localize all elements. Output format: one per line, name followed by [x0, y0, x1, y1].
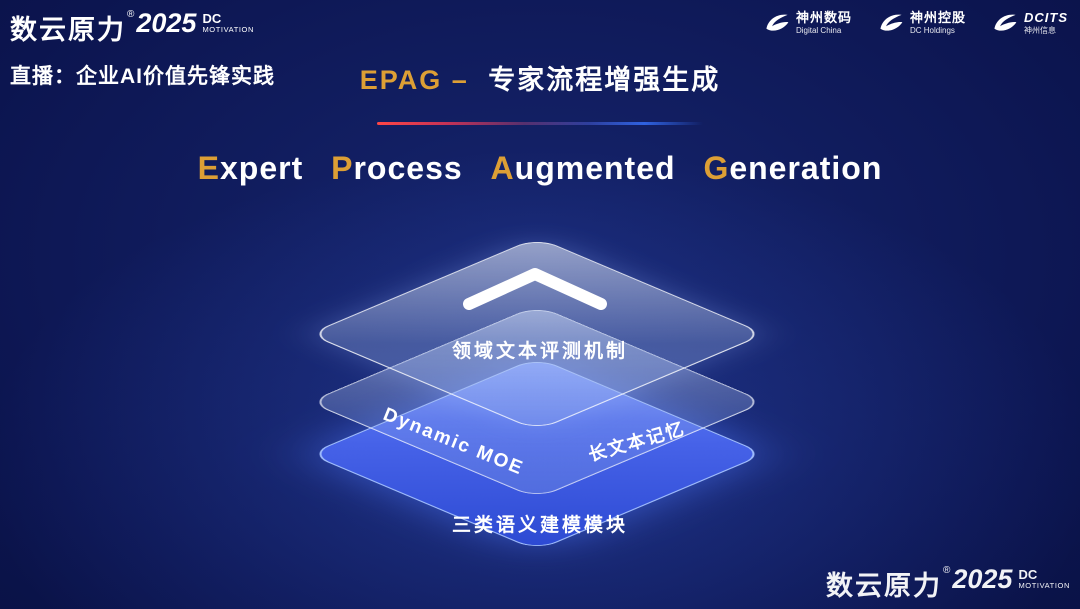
page-title-rest: 专家流程增强生成 [488, 65, 721, 95]
brand-reg-mark: ® [942, 565, 951, 576]
partner-subtitle: DC Holdings [909, 25, 955, 35]
subtitle-word: Generation [703, 150, 882, 186]
subtitle-word: Expert [198, 150, 304, 186]
partner-text: 神州控股 DC Holdings [909, 9, 966, 35]
brand-dc: DC [202, 11, 222, 26]
partner-logos: 神州数码 Digital China 神州控股 DC Holdings DCIT… [764, 10, 1068, 36]
title-gradient-divider [377, 122, 703, 125]
top-layer-label: 领域文本评测机制 [451, 341, 628, 362]
live-banner: 直播：企业AI价值先锋实践 [10, 65, 275, 88]
chevron-up-icon [463, 268, 607, 310]
page-title: EPAG – 专家流程增强生成 [0, 58, 1080, 97]
brand-name: 数云原力 [825, 571, 942, 601]
brand-sub: DC MOTIVATION [202, 12, 254, 34]
brand-motivation: MOTIVATION [202, 24, 255, 34]
partner-title: 神州数码 [795, 9, 852, 25]
subtitle-word: Process [331, 150, 463, 186]
subtitle-initial: A [490, 150, 515, 186]
brand-motivation: MOTIVATION [1018, 580, 1070, 590]
brand-year: 2025 [136, 8, 197, 38]
subtitle-rest: rocess [353, 150, 463, 186]
subtitle-rest: eneration [729, 150, 883, 186]
subtitle-word: Augmented [491, 150, 676, 186]
partner-logo-dc-holdings: 神州控股 DC Holdings [878, 10, 966, 36]
partner-logo-dcits: DCITS 神州信息 [992, 10, 1068, 36]
partner-logo-digital-china: 神州数码 Digital China [764, 10, 852, 36]
partner-text: DCITS 神州信息 [1024, 9, 1068, 35]
dc-swoosh-icon [994, 14, 1017, 31]
partner-subtitle: 神州信息 [1024, 25, 1056, 35]
subtitle-initial: E [197, 150, 220, 186]
partner-title: 神州控股 [909, 9, 966, 25]
partner-text: 神州数码 Digital China [795, 9, 852, 35]
brand-reg-mark: ® [127, 9, 135, 20]
subtitle-rest: xpert [219, 150, 304, 186]
subtitle-rest: ugmented [514, 150, 676, 186]
brand-sub: DC MOTIVATION [1018, 568, 1070, 590]
english-subtitle: Expert Process Augmented Generation [0, 150, 1080, 187]
subtitle-initial: G [703, 150, 730, 186]
partner-subtitle: Digital China [795, 25, 842, 35]
brand-logo-footer: 数云原力 ® 2025 DC MOTIVATION [826, 564, 1070, 603]
brand-name: 数云原力 [10, 15, 126, 45]
brand-dc: DC [1018, 567, 1038, 582]
brand-year: 2025 [952, 564, 1013, 594]
partner-title: DCITS [1024, 9, 1068, 25]
subtitle-initial: P [331, 150, 354, 186]
brand-logo-header: 数云原力 ® 2025 DC MOTIVATION [10, 8, 254, 47]
dc-swoosh-icon [766, 14, 789, 31]
page-title-highlight: EPAG – [359, 65, 469, 95]
dc-swoosh-icon [880, 14, 903, 31]
bottom-layer-label: 三类语义建模模块 [451, 515, 628, 536]
